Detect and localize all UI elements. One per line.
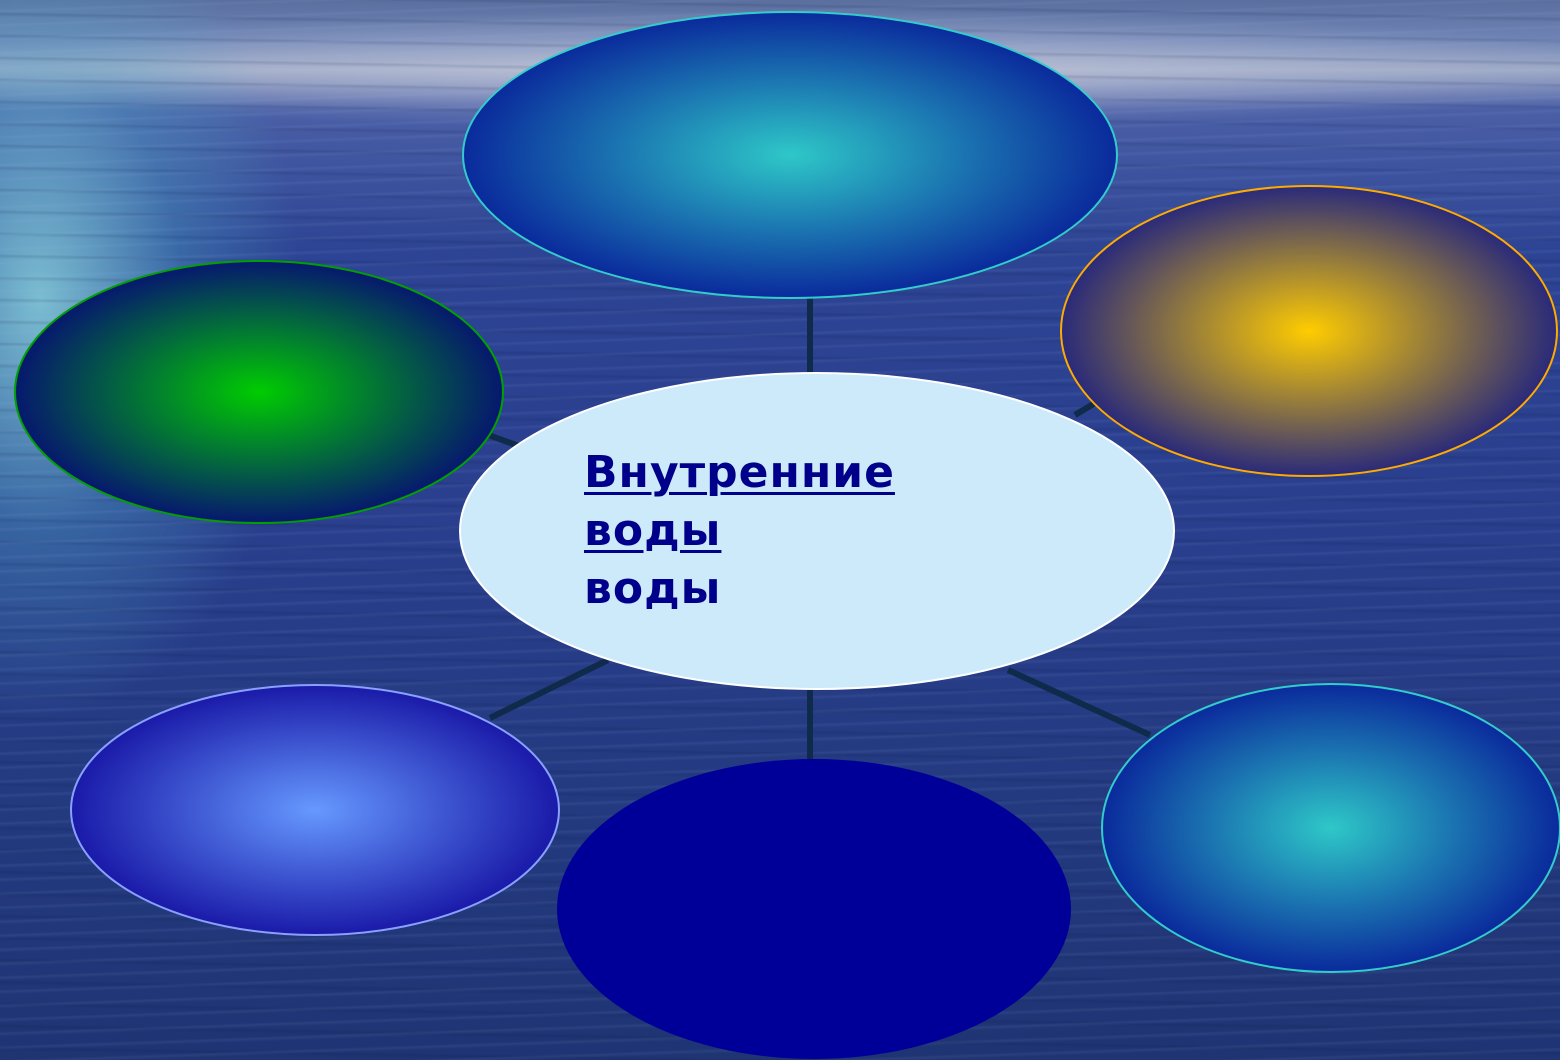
center-subtitle: воды xyxy=(584,563,722,614)
node-bottom-center[interactable] xyxy=(557,759,1071,1059)
center-title-link[interactable]: Внутренние воды xyxy=(584,447,895,556)
node-bottom-right[interactable] xyxy=(1101,683,1560,973)
node-top[interactable] xyxy=(462,11,1118,299)
node-bottom-left[interactable] xyxy=(70,684,560,936)
connector-bottom-right xyxy=(1006,667,1152,738)
node-center[interactable] xyxy=(459,372,1175,690)
connector-bottom-left xyxy=(488,657,610,721)
node-right[interactable] xyxy=(1060,185,1558,477)
node-left[interactable] xyxy=(14,260,504,524)
center-label: Внутренние воды воды xyxy=(584,444,1064,618)
